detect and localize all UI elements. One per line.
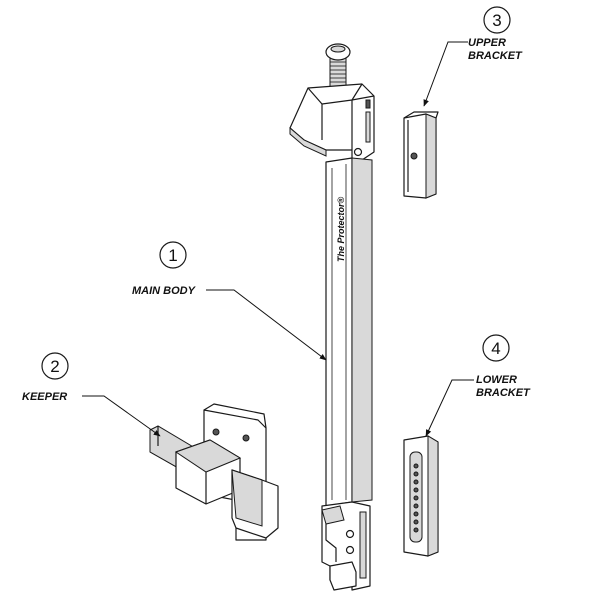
brand-label: The Protector®	[336, 196, 346, 262]
callout-2-leader	[82, 395, 161, 437]
callout-4-label-line2: BRACKET	[476, 387, 531, 399]
callout-3-label-line1: UPPER	[468, 37, 506, 49]
bracket-holes	[413, 463, 419, 533]
keeper-part	[149, 403, 279, 541]
head-block	[289, 83, 375, 161]
callout-4-circle	[482, 334, 510, 362]
callout-3-circle	[483, 6, 511, 34]
callout-3-label-line2: BRACKET	[468, 50, 523, 62]
callout-2-number: 2	[50, 357, 59, 376]
callout-4-number: 4	[491, 339, 500, 358]
callout-2-label: KEEPER	[22, 391, 67, 403]
callout-2-circle	[41, 352, 69, 380]
upper-bracket-part	[403, 111, 439, 199]
callout-4-leader	[425, 379, 474, 437]
callout-keeper: 2 KEEPER	[22, 352, 161, 437]
callout-1-circle	[159, 241, 187, 269]
callout-1-number: 1	[168, 246, 177, 265]
callout-4-label-line1: LOWER	[476, 374, 517, 386]
main-bar: The Protector®	[325, 157, 373, 507]
lower-bracket-part	[403, 435, 439, 557]
lower-foot	[321, 501, 371, 591]
top-knob	[325, 43, 351, 89]
callout-1-leader	[206, 289, 327, 361]
callout-upper-bracket: 3 UPPER BRACKET	[423, 6, 523, 107]
callout-main-body: 1 MAIN BODY	[132, 241, 327, 361]
callout-3-leader	[423, 41, 468, 107]
main-body-part: The Protector®	[289, 43, 375, 591]
callout-3-number: 3	[492, 11, 501, 30]
callout-1-label: MAIN BODY	[132, 285, 197, 297]
callout-lower-bracket: 4 LOWER BRACKET	[425, 334, 531, 437]
